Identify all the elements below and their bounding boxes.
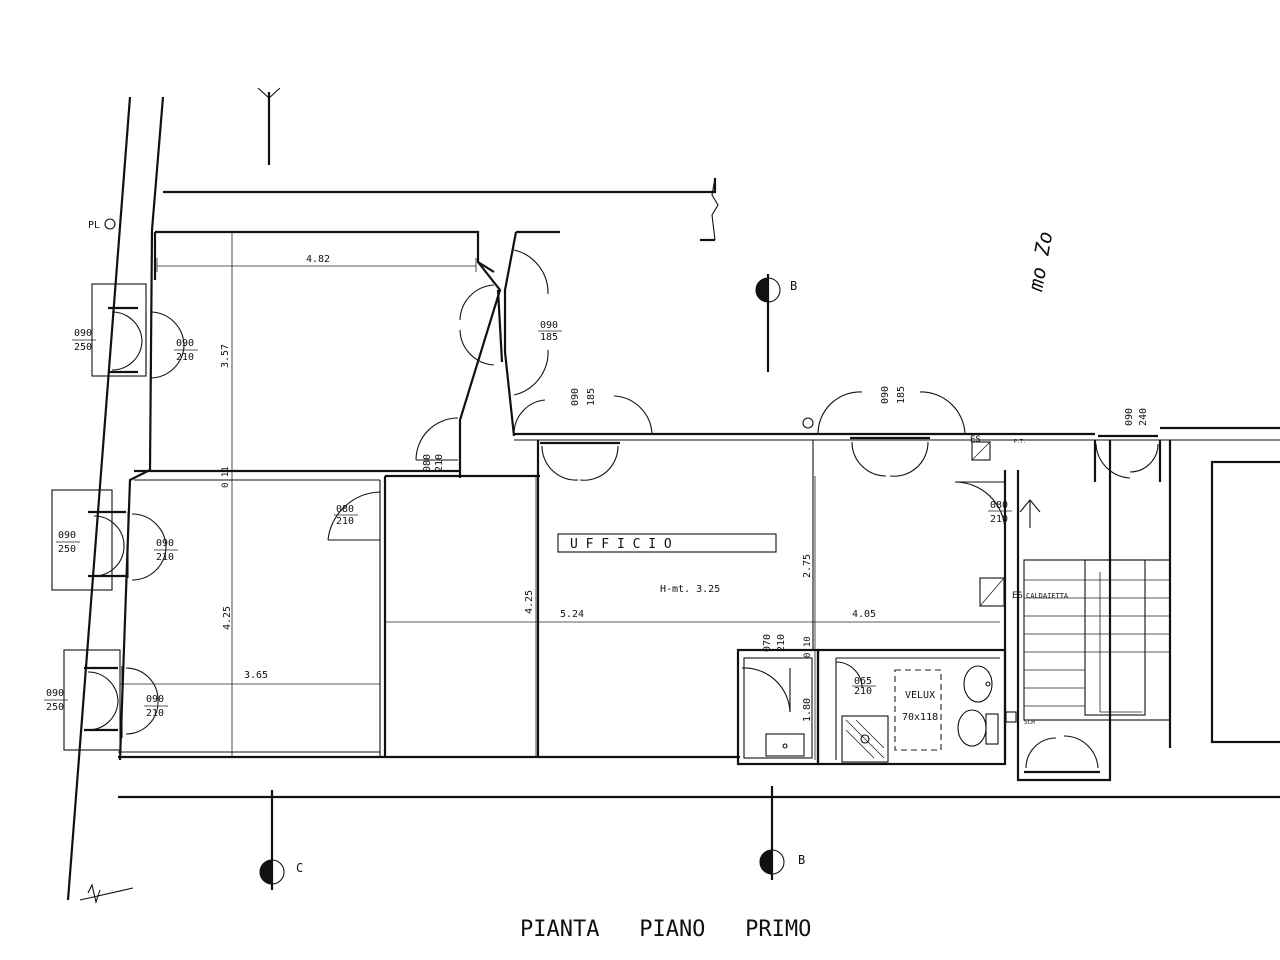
door-bath-bot: 210 — [776, 634, 787, 652]
left-openings — [51, 283, 185, 751]
section-b-top-label: B — [790, 279, 797, 293]
door-left-3-bot: 210 — [146, 708, 164, 719]
win-left-3-top: 090 — [46, 688, 64, 699]
bathroom-fixtures — [765, 665, 999, 763]
door-right-bot: 240 — [1138, 408, 1149, 426]
dim-011: 0.11 — [221, 466, 231, 488]
door-inner-1-top: 080 — [422, 454, 433, 472]
room-name: U F F I C I O — [570, 537, 672, 552]
es-top-label: ES — [970, 435, 981, 445]
interior-walls — [118, 230, 1280, 782]
door-shower-top: 065 — [854, 676, 872, 687]
door-left-1-bot: 210 — [176, 352, 194, 363]
dim-180: 1.80 — [802, 698, 813, 722]
door-hall-top: 080 — [990, 500, 1008, 511]
win-left-2-top: 090 — [58, 530, 76, 541]
door-inner-2-bot: 210 — [336, 516, 354, 527]
dim-524: 5.24 — [560, 609, 584, 620]
pl-label: PL — [88, 220, 100, 231]
es-boiler-label: ES — [1012, 591, 1023, 601]
plan-title: PIANTA PIANO PRIMO — [520, 917, 811, 942]
door-court-2-bot: 185 — [896, 386, 907, 404]
dim-425a: 4.25 — [222, 606, 233, 630]
door-right-top: 090 — [1124, 408, 1135, 426]
section-b-bottom-label: B — [798, 853, 805, 867]
sch-label: SCH — [1024, 719, 1035, 726]
door-inner-2-top: 080 — [336, 504, 354, 515]
door-top-1-bot: 185 — [540, 332, 558, 343]
door-left-1-top: 090 — [176, 338, 194, 349]
win-left-2-bot: 250 — [58, 544, 76, 555]
handwritten-note: mo Zo — [1023, 229, 1057, 293]
door-court-2-top: 090 — [880, 386, 891, 404]
velux-label: VELUX — [905, 690, 935, 701]
building-perimeter — [66, 96, 1280, 905]
win-left-3-bot: 250 — [46, 702, 64, 713]
door-shower-bot: 210 — [854, 686, 872, 697]
door-hall-bot: 210 — [990, 514, 1008, 525]
door-court-1-bot: 185 — [586, 388, 597, 406]
dimension-lines — [120, 232, 1000, 760]
dim-482: 4.82 — [306, 254, 330, 265]
door-left-3-top: 090 — [146, 694, 164, 705]
dim-405: 4.05 — [852, 609, 876, 620]
dim-275: 2.75 — [802, 554, 813, 578]
door-inner-1-bot: 210 — [434, 454, 445, 472]
labels: PL 4.82 3.57 0.11 4.25 3.65 4.25 5.24 4.… — [44, 220, 1149, 942]
dim-010: 0.10 — [803, 636, 813, 658]
section-markers — [104, 87, 1041, 890]
door-left-2-top: 090 — [156, 538, 174, 549]
door-court-1-top: 090 — [570, 388, 581, 406]
win-left-1-bot: 250 — [74, 342, 92, 353]
doors — [327, 249, 1159, 774]
door-left-2-bot: 210 — [156, 552, 174, 563]
section-c-label: C — [296, 861, 303, 875]
dim-425b: 4.25 — [524, 590, 535, 614]
es-top-note: P.T. — [1014, 439, 1026, 445]
velux-size: 70x118 — [902, 712, 938, 723]
stair-treads — [1024, 572, 1170, 713]
door-top-1-top: 090 — [540, 320, 558, 331]
es-boiler-note: CALDAIETTA — [1026, 592, 1069, 600]
room-height: H-mt. 3.25 — [660, 584, 720, 595]
dim-365: 3.65 — [244, 670, 268, 681]
dim-357: 3.57 — [220, 344, 231, 368]
win-left-1-top: 090 — [74, 328, 92, 339]
door-bath-top: 070 — [762, 634, 773, 652]
